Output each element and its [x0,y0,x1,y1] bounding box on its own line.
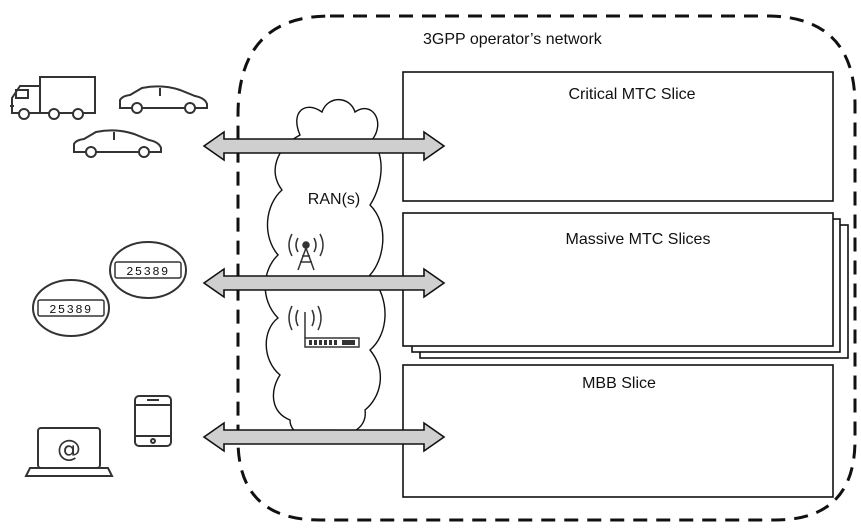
meter-reading-2: 25389 [49,303,93,317]
car-icon [119,85,208,114]
massive-mtc-slice-box [402,212,834,347]
smart-meter-icon [32,279,110,337]
critical-mtc-slice-box [402,71,834,202]
arrow-massive-mtc [202,267,446,299]
massive-mtc-slice-title: Massive MTC Slices [566,231,711,248]
truck-icon [10,76,96,120]
smartphone-icon [134,395,172,447]
laptop-at-symbol: @ [57,435,81,463]
arrow-critical-mtc [202,130,446,162]
operator-network-boundary [236,14,857,522]
ran-cloud [264,98,386,438]
mbb-slice-title: MBB Slice [582,375,656,392]
car-icon [73,129,162,158]
critical-mtc-slice-title: Critical MTC Slice [568,86,695,103]
meter-reading-1: 25389 [126,265,170,279]
smart-meter-icon [109,241,187,299]
laptop-icon [24,427,114,477]
operator-network-title: 3GPP operator’s network [423,31,603,48]
ran-label: RAN(s) [308,191,360,208]
arrow-mbb [202,421,446,453]
cell-tower-icon [288,233,324,271]
wireless-router-icon [288,305,360,348]
mbb-slice-box [402,364,834,498]
